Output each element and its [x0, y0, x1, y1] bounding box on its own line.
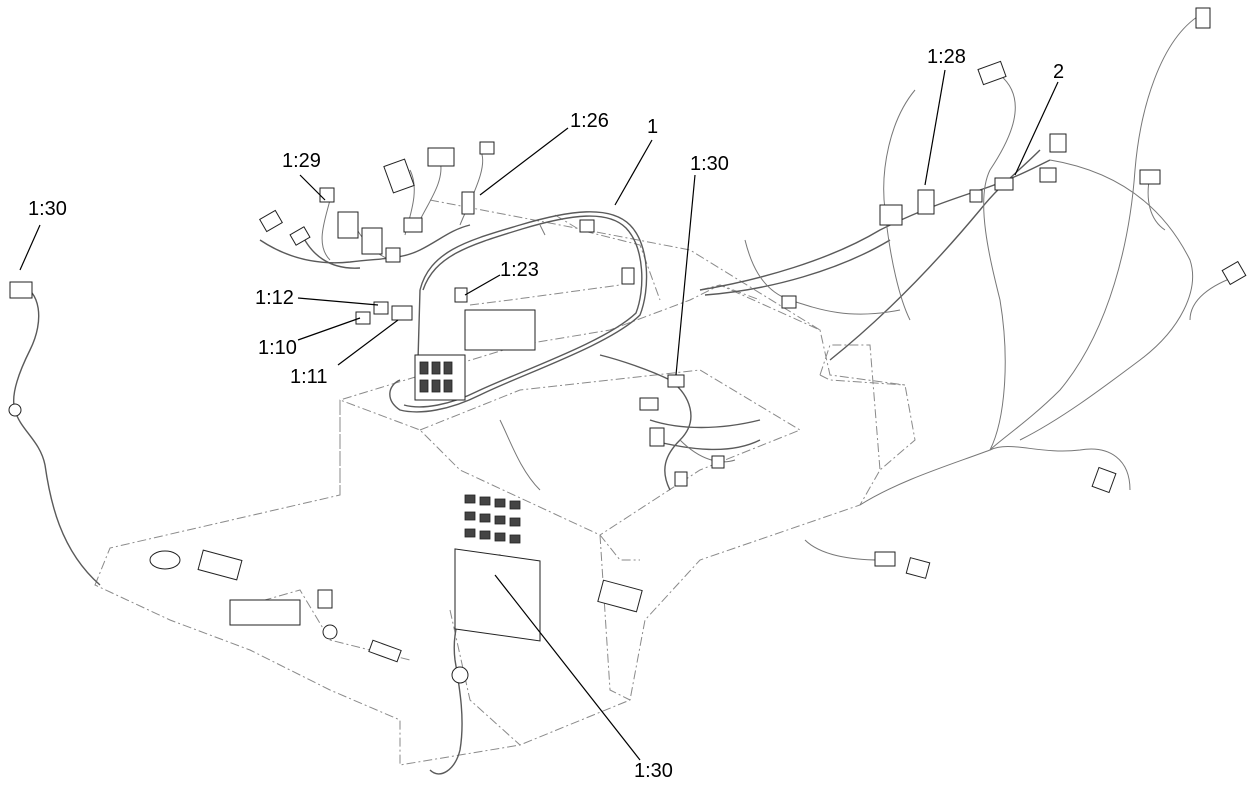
leader-c5 [675, 174, 696, 376]
callout-1-26: 1:26 [570, 110, 609, 132]
small-connectors [355, 301, 413, 325]
fuse-relay-block [414, 219, 635, 401]
leader-c11 [337, 319, 399, 366]
leader-c10 [297, 317, 361, 341]
callout-1-11: 1:11 [290, 366, 327, 388]
leader-c3 [479, 127, 569, 196]
callout-labels: 1:30 1:29 1:26 1 1:30 1:28 2 1:23 1:12 1… [28, 46, 1064, 782]
callout-1-10: 1:10 [258, 337, 297, 359]
leader-c1 [19, 224, 41, 271]
callout-1-30-center: 1:30 [690, 153, 729, 175]
upper-left-connector-cluster [259, 141, 495, 269]
lower-right-connectors [804, 539, 931, 579]
callout-1-29: 1:29 [282, 150, 321, 172]
leader-c4 [614, 139, 653, 206]
leader-c8 [464, 274, 501, 296]
leader-c2 [299, 174, 326, 201]
callout-1-28: 1:28 [927, 46, 966, 68]
callout-1-30-bottom: 1:30 [634, 760, 673, 782]
leader-c6 [924, 69, 946, 186]
center-sub-harness [599, 354, 761, 491]
control-panel [149, 494, 643, 663]
callout-1-12: 1:12 [255, 287, 294, 309]
left-long-harness [8, 281, 101, 586]
right-harness [699, 7, 1247, 506]
leader-lines [19, 69, 1059, 761]
callout-2: 2 [1053, 61, 1064, 83]
callout-1-23: 1:23 [500, 259, 539, 281]
leader-c12 [494, 574, 641, 761]
leader-c7 [1014, 81, 1059, 176]
main-harness-loop [389, 211, 648, 491]
callout-1-30-left: 1:30 [28, 198, 67, 220]
callout-1: 1 [647, 116, 658, 138]
chassis-frame [94, 199, 916, 766]
leader-c9 [297, 297, 379, 306]
